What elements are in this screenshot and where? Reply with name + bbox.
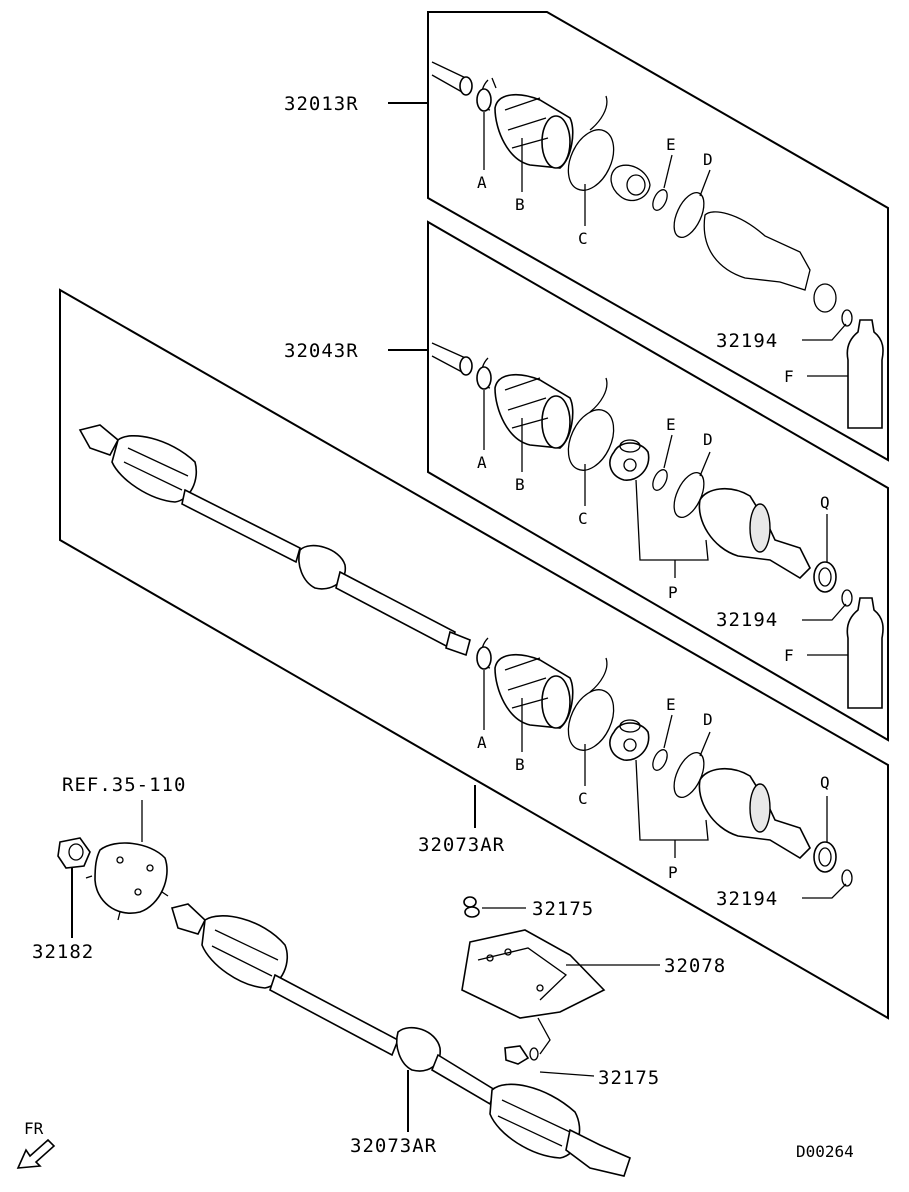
label-32078: 32078	[664, 955, 726, 977]
letter-B-1: B	[515, 195, 525, 214]
label-32175-bottom: 32175	[598, 1067, 660, 1089]
grease-bottle-2	[846, 597, 884, 709]
bolt-32175-top	[463, 896, 480, 918]
front-direction-label: FR	[24, 1119, 44, 1138]
label-32073AR-box: 32073AR	[418, 834, 505, 856]
letter-E-3: E	[666, 695, 676, 714]
nut-32182	[57, 837, 91, 869]
panel-32043R	[427, 220, 889, 742]
bolt-32175-bottom	[504, 1045, 539, 1065]
label-ref-35-110: REF.35-110	[62, 774, 186, 796]
label-32194-3: 32194	[716, 888, 778, 910]
letter-Q-2: Q	[820, 493, 830, 512]
letter-F-1: F	[784, 367, 794, 386]
label-32013R: 32013R	[284, 93, 359, 115]
label-32194-2: 32194	[716, 609, 778, 631]
letter-A-3: A	[477, 733, 487, 752]
letter-D-2: D	[703, 430, 713, 449]
label-32043R: 32043R	[284, 340, 359, 362]
letter-B-2: B	[515, 475, 525, 494]
letter-C-3: C	[578, 789, 588, 808]
letter-E-1: E	[666, 135, 676, 154]
letter-C-1: C	[578, 229, 588, 248]
bracket-32078	[461, 929, 606, 1019]
letter-F-2: F	[784, 646, 794, 665]
label-32175-top: 32175	[532, 898, 594, 920]
letter-B-3: B	[515, 755, 525, 774]
letter-P-2: P	[668, 583, 678, 602]
leader-lines	[71, 102, 848, 1132]
panel-1-parts	[431, 61, 853, 327]
hub-assembly	[85, 842, 169, 921]
panel-32073AR	[59, 288, 889, 1020]
letter-C-2: C	[578, 509, 588, 528]
panel-3-parts	[78, 424, 853, 887]
letter-Q-3: Q	[820, 773, 830, 792]
letter-D-1: D	[703, 150, 713, 169]
panel-32013R	[427, 11, 889, 462]
label-32182: 32182	[32, 941, 94, 963]
letter-E-2: E	[666, 415, 676, 434]
grease-bottle-1	[846, 319, 884, 429]
letter-P-3: P	[668, 863, 678, 882]
letter-D-3: D	[703, 710, 713, 729]
drive-shaft-32073AR	[170, 903, 631, 1177]
letter-A-1: A	[477, 173, 487, 192]
panel-2-parts	[431, 342, 853, 607]
front-direction-arrow-icon	[16, 1138, 56, 1169]
label-32073AR-shaft: 32073AR	[350, 1135, 437, 1157]
diagram-code: D00264	[796, 1142, 854, 1161]
label-32194-1: 32194	[716, 330, 778, 352]
letter-A-2: A	[477, 453, 487, 472]
